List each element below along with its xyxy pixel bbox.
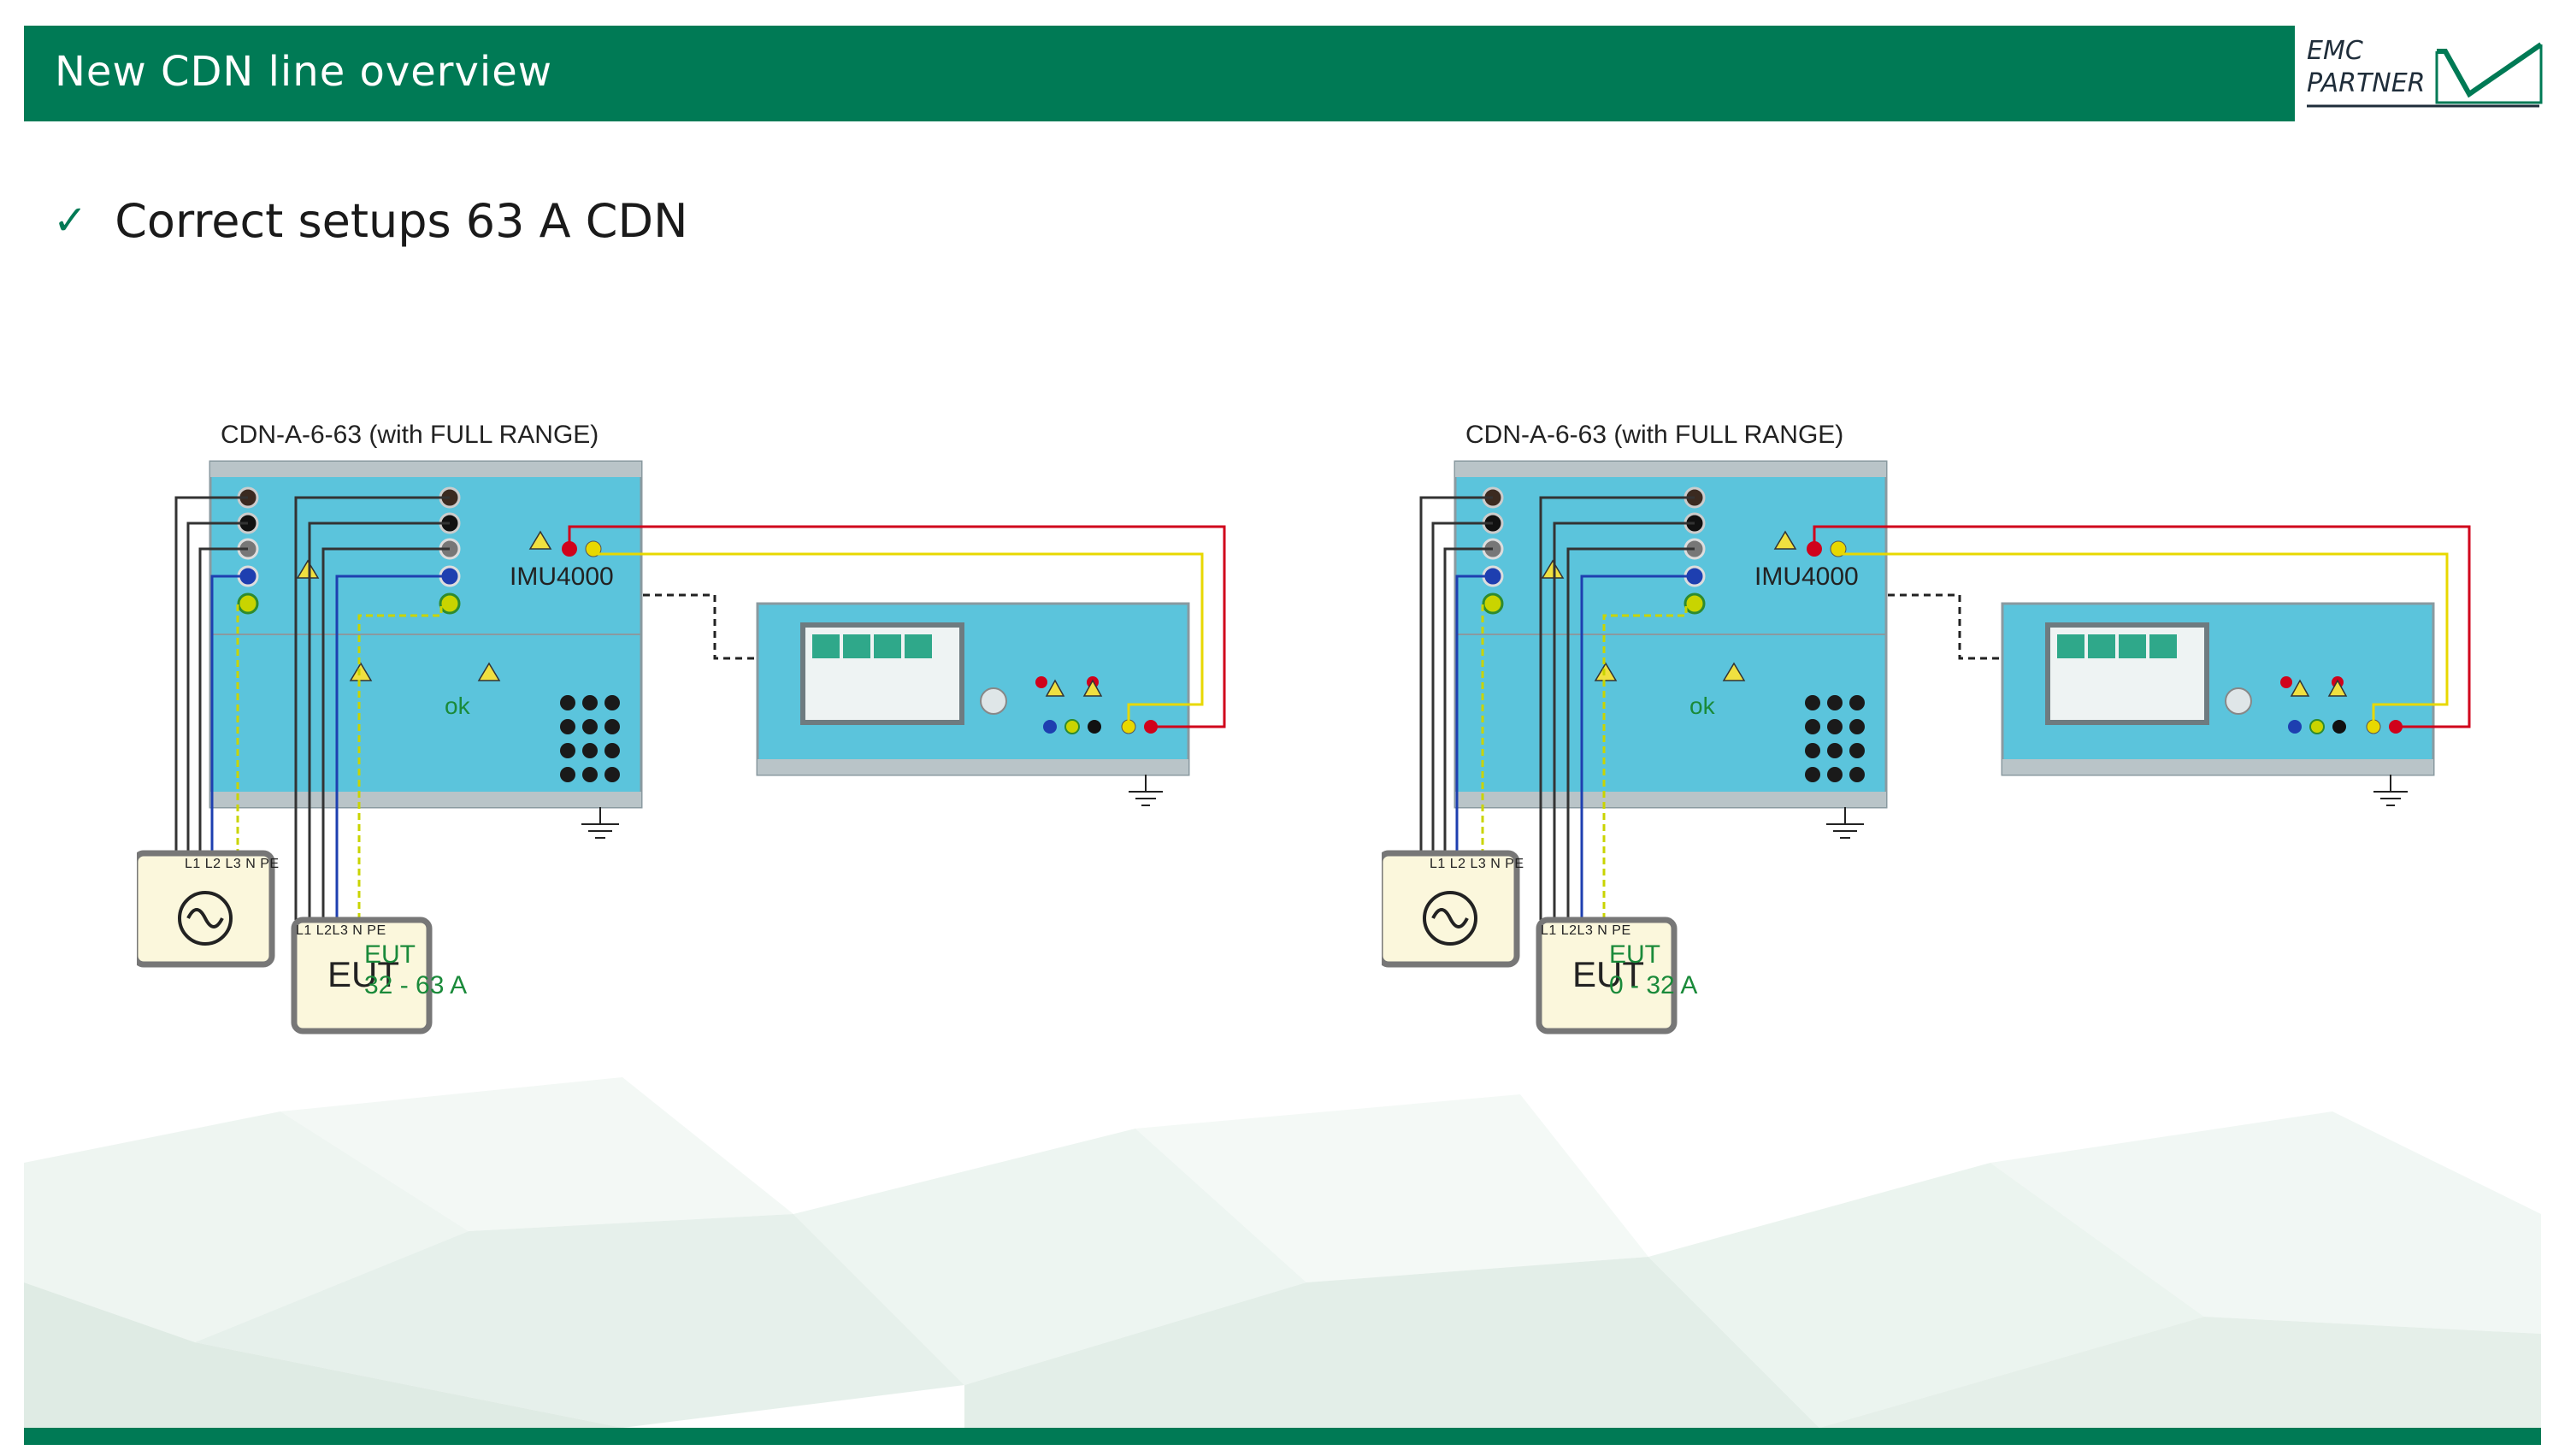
eut-side-label: EUT [364,940,416,969]
ac-source [1382,850,1520,968]
setup-diagram-1: CDN-A-6-63 (with FULL RANGE) IMU4000 ok … [137,410,1282,1060]
generator-label: IMU4000 [1754,563,1859,591]
ac-source [137,850,275,968]
eut-side-label: EUT [1609,940,1660,969]
setup-diagram-2-graphic [1382,460,2471,1035]
eut-current-range: 0 - 32 A [1609,971,1698,999]
status-label: ok [445,693,470,719]
logo-text-line1: EMC [2307,36,2363,66]
eut-box [291,917,433,1035]
emc-partner-logo: EMC PARTNER [2300,26,2548,121]
slide-title: New CDN line overview [55,48,553,96]
eut-current-range: 32 - 63 A [364,971,468,999]
imu4000-generator [756,602,1190,806]
status-label: ok [1689,693,1715,719]
eut-box [1536,917,1678,1035]
setup-diagram-1-graphic [137,460,1226,1035]
background-pattern [24,1077,2541,1428]
generator-label: IMU4000 [510,563,614,591]
eut-box-label: EUT [1572,954,1644,994]
eut-terminal-label: L1 L2L3 N PE [296,923,386,938]
bullet-item: ✓ Correct setups 63 A CDN [53,186,687,255]
bullet-text: Correct setups 63 A CDN [115,193,688,248]
cdn-device [1454,460,1888,839]
logo-text-line2: PARTNER [2307,68,2426,98]
cdn-device [209,460,643,839]
cdn-label: CDN-A-6-63 (with FULL RANGE) [221,421,599,449]
eut-terminal-label: L1 L2L3 N PE [1541,923,1631,938]
imu4000-generator [2001,602,2435,806]
logo-mark-icon [2307,42,2543,108]
setup-diagram-2: CDN-A-6-63 (with FULL RANGE) IMU4000 ok … [1382,410,2527,1060]
cdn-label: CDN-A-6-63 (with FULL RANGE) [1465,421,1844,449]
source-terminal-label: L1 L2 L3 N PE [185,857,280,871]
check-icon: ✓ [53,197,88,245]
header-bar: New CDN line overview [24,26,2295,121]
eut-box-label: EUT [327,954,399,994]
footer-bar [24,1428,2541,1445]
source-terminal-label: L1 L2 L3 N PE [1430,857,1524,871]
